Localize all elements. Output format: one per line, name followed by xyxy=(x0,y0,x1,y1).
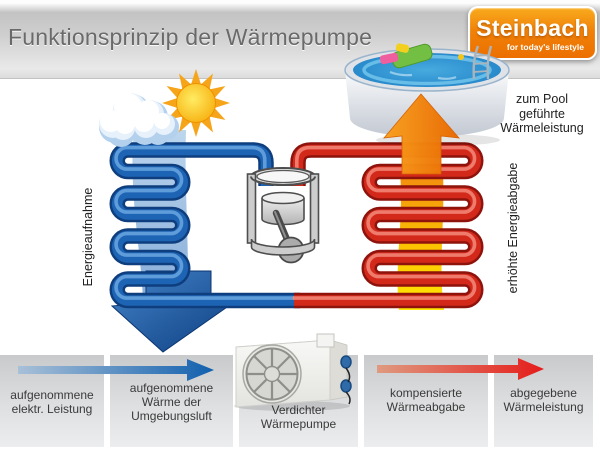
energy-intake-label: Energieaufnahme xyxy=(81,187,95,287)
cloud-icon xyxy=(99,93,179,147)
legend-box-electric-input: aufgenommene elektr. Leistung xyxy=(0,355,104,447)
compressor-illustration xyxy=(246,167,320,264)
legend-box-label: abgegebene Wärmeleistung xyxy=(503,386,584,414)
sun-icon xyxy=(162,69,230,137)
legend-box-compensated-heat: kompensierte Wärmeabgabe xyxy=(364,355,488,447)
cold-coil xyxy=(109,142,300,309)
brand-name: Steinbach xyxy=(476,15,589,41)
pool-output-label: zum Pool geführte Wärmeleistung xyxy=(500,92,584,135)
heat-flow-band xyxy=(397,172,444,310)
legend-box-label: kompensierte Wärmeabgabe xyxy=(386,386,466,414)
legend-box-compressor: Verdichter Wärmepumpe xyxy=(239,355,358,447)
air-flow-band xyxy=(132,130,188,300)
brand-tagline: for today's lifestyle xyxy=(506,42,584,52)
energy-output-label: erhöhte Energieabgabe xyxy=(506,162,520,294)
legend-box-heat-output: abgegebene Wärmeleistung xyxy=(494,355,593,447)
legend-box-label: Verdichter Wärmepumpe xyxy=(260,403,337,431)
legend-box-label: aufgenommene elektr. Leistung xyxy=(10,388,94,416)
hot-coil xyxy=(290,142,484,309)
steinbach-logo: Steinbach for today's lifestyle xyxy=(468,6,597,60)
legend-box-ambient-heat: aufgenommene Wärme der Umgebungsluft xyxy=(110,355,233,447)
heat-output-arrow xyxy=(383,93,460,175)
ambient-intake-arrow xyxy=(110,270,242,353)
legend-box-label: aufgenommene Wärme der Umgebungsluft xyxy=(129,381,214,423)
page-title: Funktionsprinzip der Wärmepumpe xyxy=(8,24,373,50)
